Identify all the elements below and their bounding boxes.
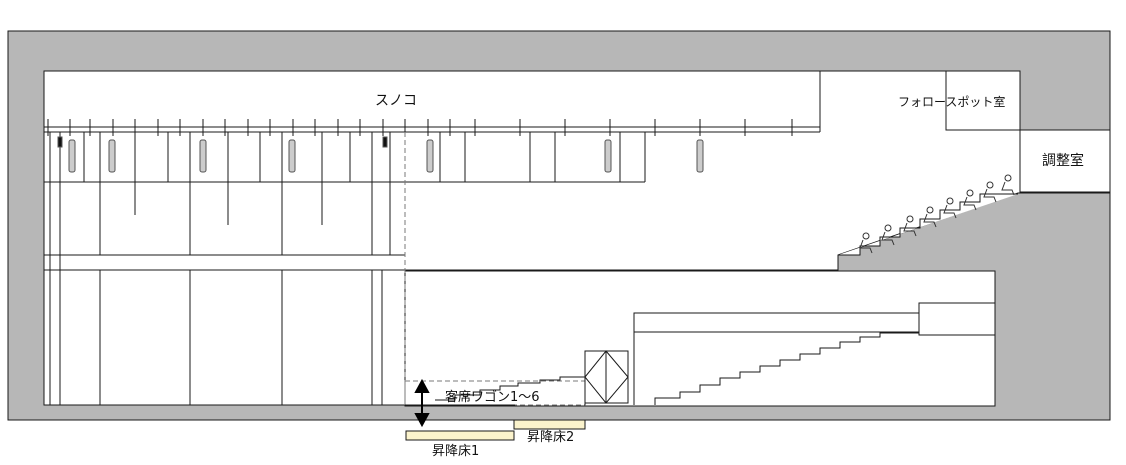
control-room-box bbox=[1019, 129, 1111, 193]
hanging-light bbox=[382, 136, 388, 148]
audience-figure bbox=[903, 222, 917, 237]
audience-figure bbox=[943, 204, 957, 219]
seat-wagon-label: 客席ワゴン1～6 bbox=[445, 390, 540, 405]
audience-figure bbox=[923, 213, 937, 228]
hanging-light bbox=[199, 139, 207, 173]
lift-1-platform bbox=[405, 430, 515, 441]
booths bbox=[945, 70, 1111, 193]
audience-figure bbox=[966, 189, 974, 197]
audience-figure bbox=[1001, 181, 1015, 196]
seated-audience bbox=[859, 174, 1015, 254]
audience-figure bbox=[884, 224, 892, 232]
hanging-light bbox=[57, 136, 63, 148]
audience-figure bbox=[963, 196, 977, 211]
audience-figure bbox=[906, 215, 914, 223]
grid-rails bbox=[44, 71, 821, 271]
audience-figure bbox=[983, 188, 997, 203]
audience-figure bbox=[881, 231, 895, 246]
hanging-light bbox=[68, 139, 76, 173]
audience-figure bbox=[986, 181, 994, 189]
audience-figure bbox=[926, 206, 934, 214]
stage-columns bbox=[99, 270, 383, 405]
hanging-light bbox=[108, 139, 116, 173]
audience-figure bbox=[862, 232, 870, 240]
interior bbox=[43, 70, 1111, 407]
lift-1-label: 昇降床1 bbox=[432, 444, 480, 459]
follow-spot-room-label: フォロースポット室 bbox=[898, 95, 1006, 109]
hanging-lights bbox=[57, 136, 704, 173]
seat-wagon-area bbox=[404, 350, 629, 406]
fly-columns bbox=[49, 132, 646, 405]
lift-2-platform bbox=[513, 419, 586, 430]
lift-2-label: 昇降床2 bbox=[527, 430, 575, 445]
hanging-light bbox=[426, 139, 434, 173]
hanging-light bbox=[604, 139, 612, 173]
audience-figure bbox=[859, 239, 873, 254]
grid-deck-label: スノコ bbox=[375, 93, 417, 109]
audience-figure bbox=[1004, 174, 1012, 182]
hanging-light bbox=[288, 139, 296, 173]
lower-seating bbox=[633, 302, 996, 405]
follow-spot-box bbox=[945, 70, 1021, 131]
hanging-light bbox=[696, 139, 704, 173]
lift-platforms bbox=[405, 419, 586, 441]
control-room-label: 調整室 bbox=[1042, 153, 1084, 169]
lift-arrow bbox=[414, 378, 430, 428]
audience-figure bbox=[946, 197, 954, 205]
